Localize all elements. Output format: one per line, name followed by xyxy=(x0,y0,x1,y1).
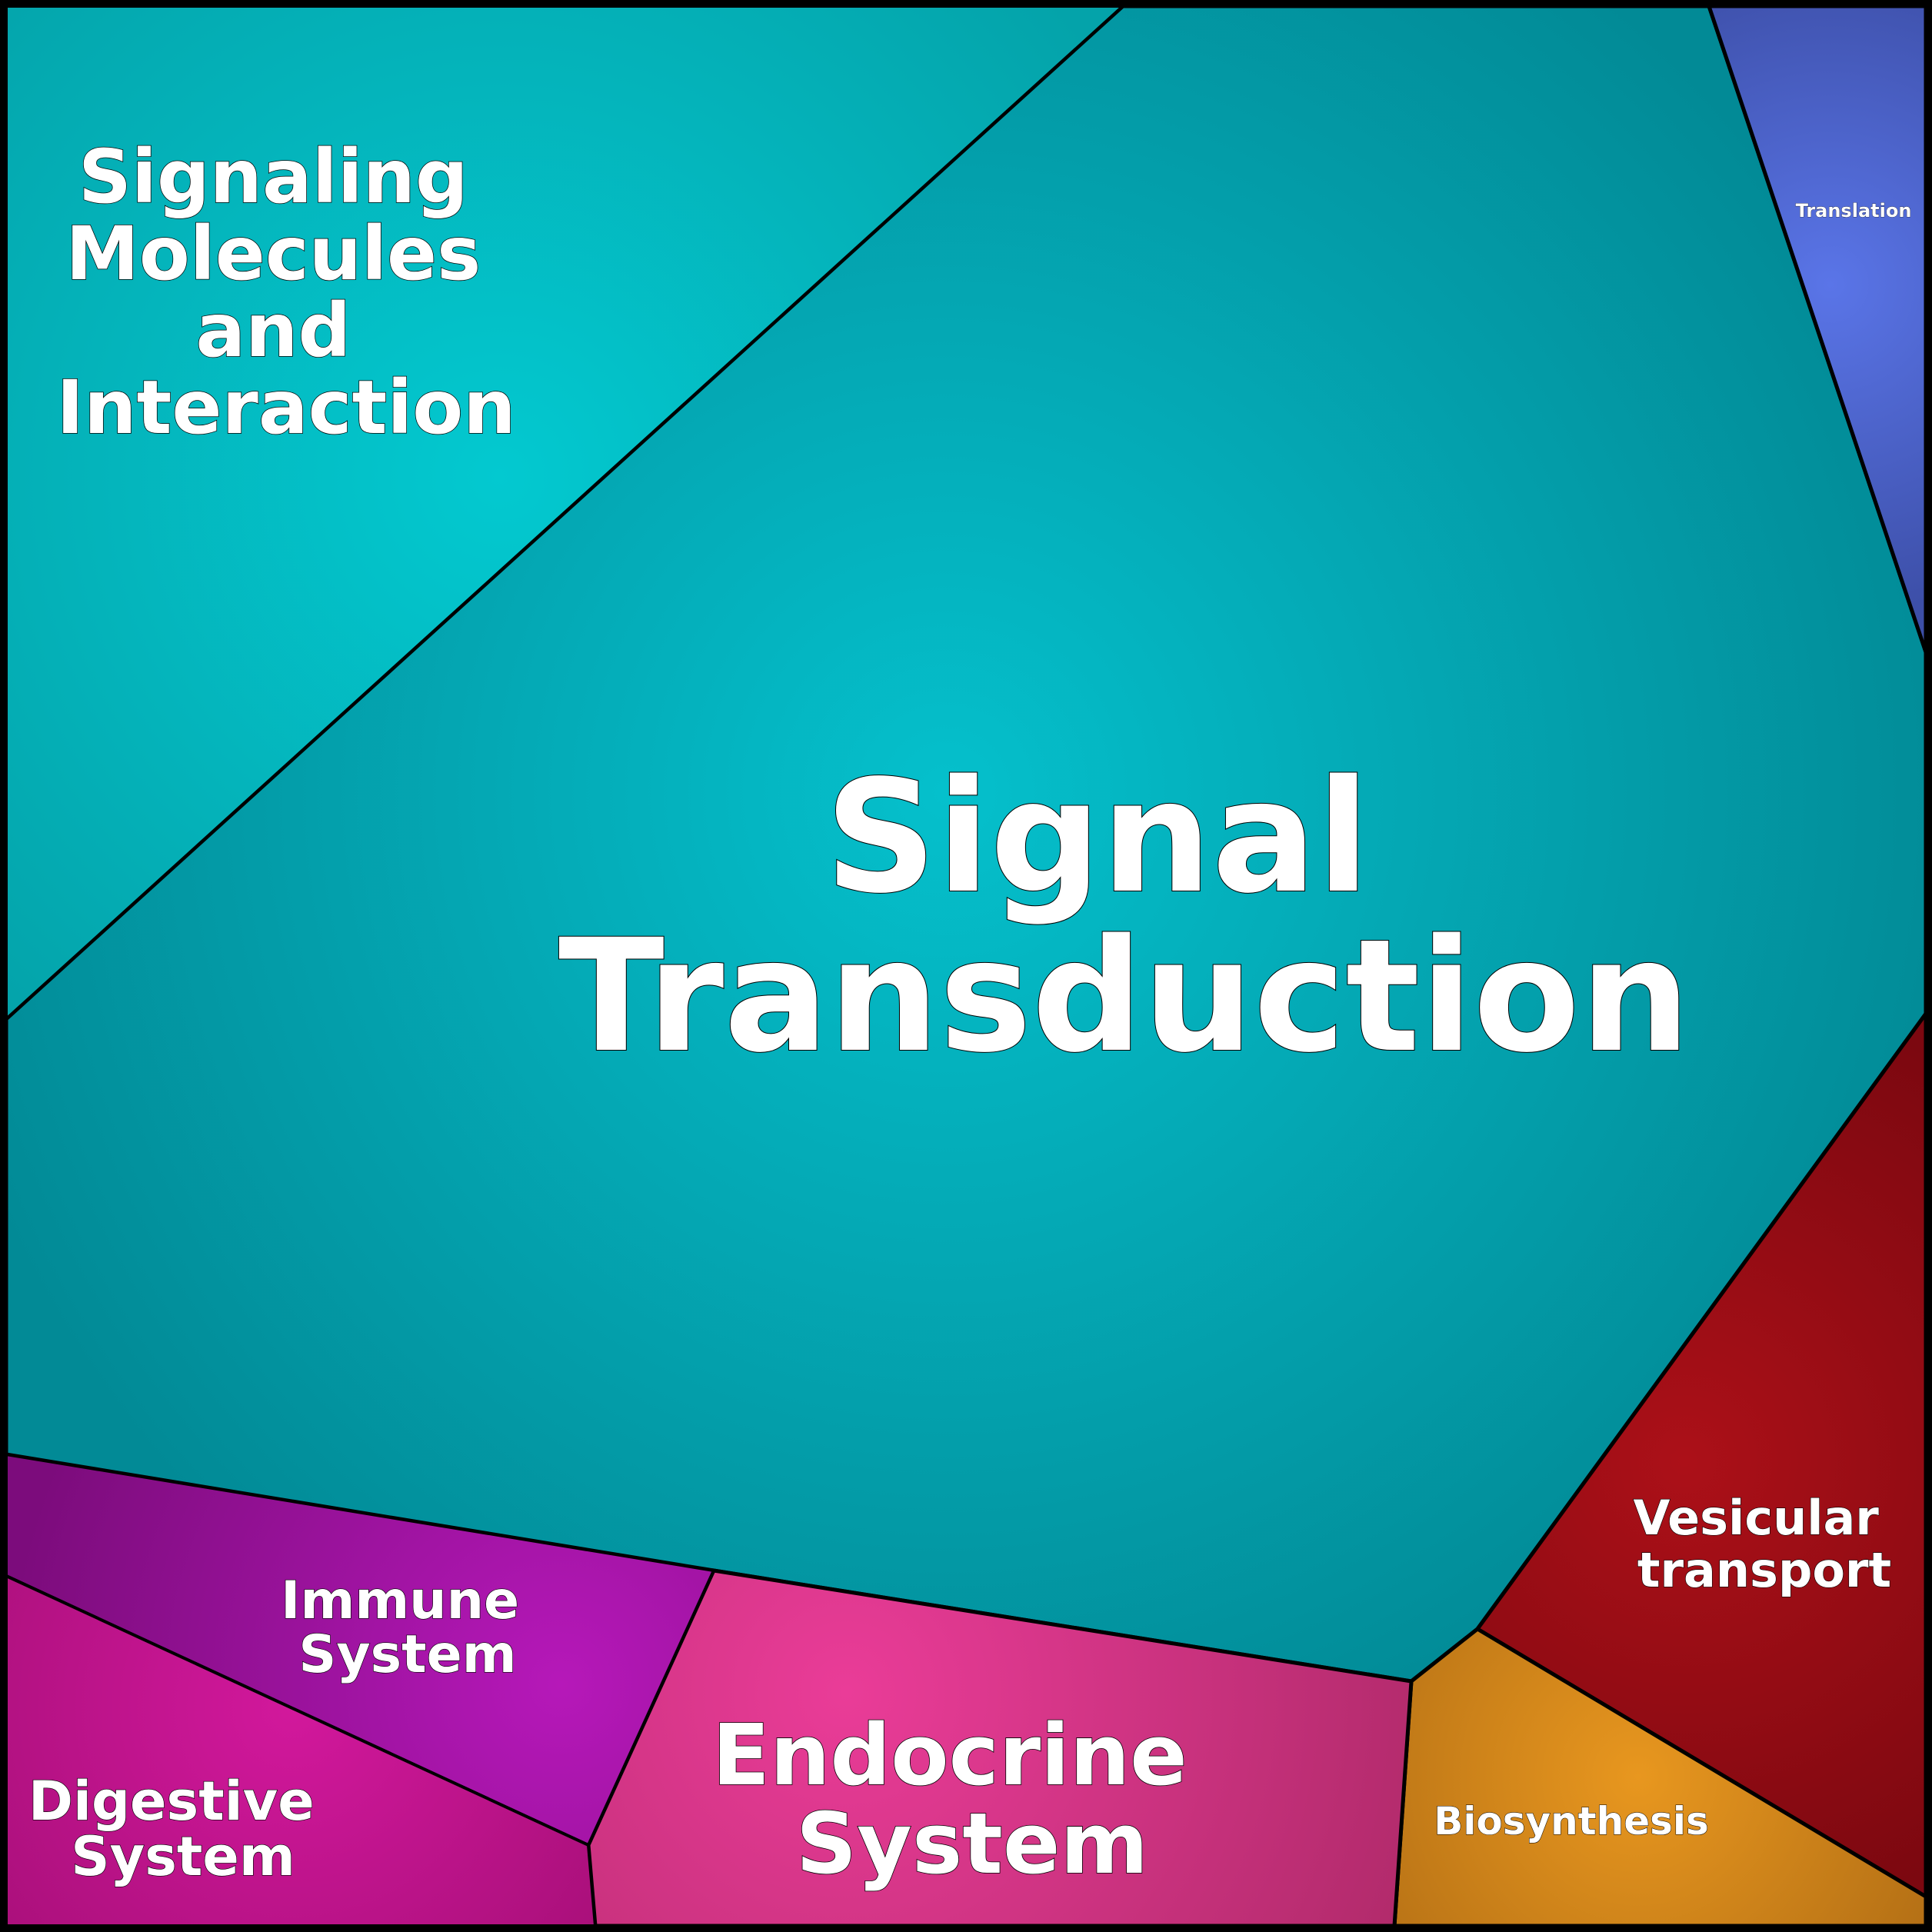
label-translation-line-1: Translation xyxy=(1796,200,1912,222)
label-vesicular-transport-line-1: Vesicular xyxy=(1634,1490,1880,1546)
label-signaling-molecules-line-1: Signaling xyxy=(78,134,468,220)
label-immune-system-line-1: Immune xyxy=(281,1571,519,1631)
label-biosynthesis: Biosynthesis xyxy=(1434,1799,1709,1844)
label-signal-transduction: Signal Transduction xyxy=(558,746,1690,1087)
label-signal-transduction-line-2: Transduction xyxy=(558,905,1690,1087)
label-digestive-system: Digestive System xyxy=(28,1770,333,1888)
label-signal-transduction-line-1: Signal xyxy=(824,746,1370,928)
label-vesicular-transport: Vesicular transport xyxy=(1634,1490,1896,1598)
label-digestive-system-line-2: System xyxy=(71,1825,295,1888)
label-endocrine-system-line-1: Endocrine xyxy=(712,1706,1188,1804)
label-endocrine-system: Endocrine System xyxy=(712,1706,1217,1893)
label-digestive-system-line-1: Digestive xyxy=(28,1770,315,1833)
label-vesicular-transport-line-2: transport xyxy=(1637,1542,1891,1598)
label-translation: Translation xyxy=(1796,200,1912,222)
label-biosynthesis-line-1: Biosynthesis xyxy=(1434,1799,1709,1844)
label-immune-system: Immune System xyxy=(281,1571,538,1685)
label-immune-system-line-2: System xyxy=(298,1624,516,1685)
label-signaling-molecules: Signaling Molecules and Interaction xyxy=(56,134,515,451)
label-signaling-molecules-line-3: and xyxy=(195,288,351,374)
label-endocrine-system-line-2: System xyxy=(796,1794,1148,1893)
label-signaling-molecules-line-2: Molecules xyxy=(65,211,481,297)
label-signaling-molecules-line-4: Interaction xyxy=(56,365,515,451)
